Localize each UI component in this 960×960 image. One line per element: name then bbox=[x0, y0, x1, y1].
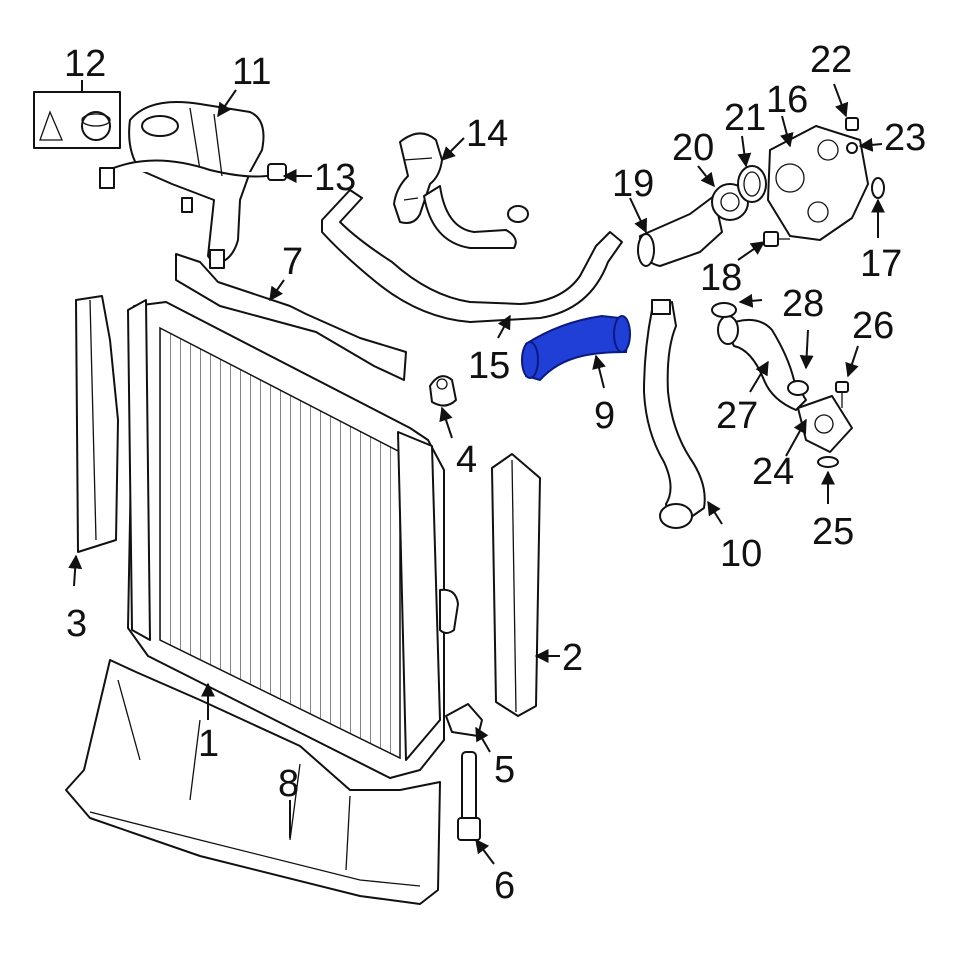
callout-11: 11 bbox=[232, 51, 271, 93]
part-5-bracket bbox=[445, 703, 483, 737]
leader-22 bbox=[833, 83, 849, 118]
leader-3 bbox=[68, 554, 83, 587]
callout-27: 27 bbox=[716, 395, 758, 437]
leader-26 bbox=[845, 345, 859, 378]
part-17-oring bbox=[871, 177, 885, 199]
leader-18b bbox=[738, 293, 763, 308]
callout-9: 9 bbox=[594, 395, 615, 437]
leader-18 bbox=[737, 241, 766, 261]
part-2-deflector bbox=[491, 453, 541, 717]
callout-7: 7 bbox=[282, 241, 303, 283]
part-8-undershield bbox=[65, 659, 441, 905]
leader-10 bbox=[707, 500, 723, 525]
part-3-deflector bbox=[75, 295, 119, 553]
leader-16 bbox=[779, 115, 794, 148]
part-14-hose bbox=[393, 132, 529, 249]
callout-12: 12 bbox=[64, 43, 106, 85]
part-6-sensor bbox=[457, 751, 481, 841]
callout-16: 16 bbox=[766, 79, 808, 121]
part-11-expansion-tank bbox=[99, 101, 283, 269]
leader-28 bbox=[799, 329, 814, 370]
part-10-hose bbox=[643, 299, 706, 529]
callout-13: 13 bbox=[314, 157, 356, 199]
part-28-clamp bbox=[711, 302, 809, 396]
leader-15 bbox=[497, 314, 511, 339]
callout-4: 4 bbox=[456, 439, 477, 481]
part-26-bolt bbox=[835, 381, 849, 408]
part-23-clip bbox=[846, 142, 858, 154]
callout-labels: 12 11 13 14 7 15 19 20 21 16 22 23 17 18… bbox=[64, 39, 926, 907]
callout-1: 1 bbox=[198, 723, 219, 765]
part-21-gasket bbox=[737, 165, 767, 203]
callout-8: 8 bbox=[278, 763, 299, 805]
part-22-sensor bbox=[845, 117, 859, 131]
part-7-seal bbox=[175, 253, 407, 381]
part-9-hose-highlighted bbox=[521, 314, 631, 382]
leader-24 bbox=[785, 418, 807, 457]
callout-15: 15 bbox=[468, 345, 510, 387]
leader-19 bbox=[629, 197, 647, 234]
callout-24: 24 bbox=[752, 451, 794, 493]
part-1-radiator bbox=[127, 299, 459, 779]
leader-11 bbox=[217, 89, 237, 118]
part-4-mount bbox=[429, 375, 457, 407]
callout-2: 2 bbox=[562, 637, 583, 679]
callout-10: 10 bbox=[720, 533, 762, 575]
leader-27 bbox=[749, 360, 769, 393]
part-19-outlet bbox=[637, 195, 723, 267]
callout-20: 20 bbox=[672, 127, 714, 169]
callout-26: 26 bbox=[852, 305, 894, 347]
callout-5: 5 bbox=[494, 749, 515, 791]
part-13-connector bbox=[267, 163, 287, 181]
callout-3: 3 bbox=[66, 603, 87, 645]
leader-9 bbox=[592, 354, 606, 389]
part-15-hose bbox=[321, 189, 623, 323]
callout-18: 18 bbox=[700, 257, 742, 299]
part-18-bolt bbox=[763, 231, 790, 247]
callout-23: 23 bbox=[884, 117, 926, 159]
callout-22: 22 bbox=[810, 39, 852, 81]
leader-5 bbox=[475, 726, 491, 753]
callout-19: 19 bbox=[612, 163, 654, 205]
callout-17: 17 bbox=[860, 243, 902, 285]
leader-21 bbox=[737, 135, 752, 168]
leader-23 bbox=[858, 137, 883, 152]
leader-14 bbox=[441, 137, 465, 161]
leader-6 bbox=[475, 838, 495, 865]
leader-lines bbox=[68, 80, 885, 865]
leader-20 bbox=[697, 165, 715, 188]
part-12-cap-label bbox=[33, 91, 121, 149]
callout-25: 25 bbox=[812, 511, 854, 553]
callout-6: 6 bbox=[494, 865, 515, 907]
part-16-housing bbox=[767, 125, 869, 241]
leader-7 bbox=[269, 279, 285, 302]
callout-14: 14 bbox=[466, 113, 508, 155]
part-24-fitting bbox=[797, 395, 853, 453]
part-25-oring bbox=[817, 456, 839, 468]
leader-4 bbox=[439, 406, 453, 439]
callout-21: 21 bbox=[724, 97, 766, 139]
callout-28: 28 bbox=[782, 283, 824, 325]
